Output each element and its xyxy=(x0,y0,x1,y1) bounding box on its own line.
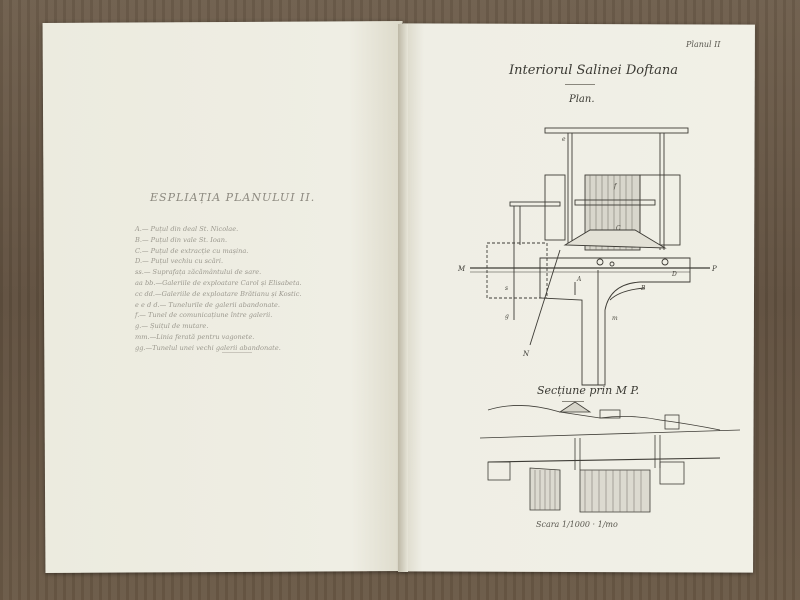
legend-item: D.— Puțul vechiu cu scări. xyxy=(135,257,224,266)
plate-label: Planul II xyxy=(686,40,721,49)
legend-list: A.— Puțul din deal St. Nicolae. B.— Puțu… xyxy=(135,224,365,354)
section-title: Secțiune prin M P. xyxy=(537,384,640,397)
legend-item: cc dd.—Galeriile de exploatare Brătianu … xyxy=(135,289,302,298)
legend-item: B.— Puțul din vale St. Ioan. xyxy=(135,235,228,244)
label-g: g xyxy=(505,313,509,320)
legend-divider xyxy=(222,352,252,353)
label-mm: m xyxy=(612,315,618,322)
legend-item: mm.—Linia ferată pentru vagonete. xyxy=(135,332,255,341)
label-s: s xyxy=(505,285,508,292)
book-gutter xyxy=(398,24,408,572)
label-f: f xyxy=(613,183,618,190)
label-e: e xyxy=(562,136,566,143)
label-m: M xyxy=(457,265,466,273)
label-d: D xyxy=(671,271,677,278)
legend-title: ESPLIAȚIA PLANULUI II. xyxy=(150,191,316,204)
legend-item: gg.—Tunelul unei vechi galerii abandonat… xyxy=(135,343,281,352)
label-p: P xyxy=(711,265,717,273)
scale-label: Scara 1/1000 · 1/mo xyxy=(536,520,618,529)
drawing-title: Interiorul Salinei Doftana xyxy=(509,63,678,78)
top-gallery xyxy=(544,127,689,134)
legend-item: f.— Tunel de comunicațiune între galerii… xyxy=(135,311,273,320)
legend-item: ss.— Suprafața zăcământului de sare. xyxy=(135,268,262,277)
legend-item: A.— Puțul din deal St. Nicolae. xyxy=(135,225,239,233)
title-divider xyxy=(565,84,595,85)
label-a: A xyxy=(576,276,582,283)
label-b: B xyxy=(640,285,646,292)
middle-gallery xyxy=(574,199,656,206)
label-c: C xyxy=(616,225,621,232)
legend-item: e e d d.— Tunelurile de galerii abandona… xyxy=(135,300,281,309)
legend-item: g.— Șuițul de mutare. xyxy=(135,322,209,331)
drawing-subtitle: Plan. xyxy=(569,94,595,105)
legend-item: aa bb.—Galeriile de exploatare Carol și … xyxy=(135,278,302,287)
label-n: N xyxy=(522,350,530,358)
legend-item: C.— Puțul de extracție cu mașina. xyxy=(135,246,249,255)
section-divider xyxy=(562,401,584,402)
